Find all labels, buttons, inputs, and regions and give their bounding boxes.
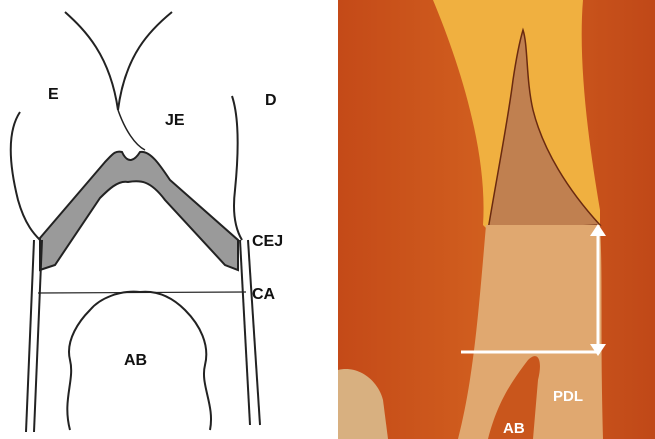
label-alveolar-bone: AB	[124, 352, 147, 370]
root-left-outer	[26, 240, 34, 432]
label-crest: CA	[252, 286, 275, 304]
label-dentin: D	[265, 92, 277, 110]
tooth-contour-right	[232, 96, 242, 240]
label-junctional-epithelium: JE	[165, 112, 185, 130]
je-boundary	[118, 110, 145, 150]
tooth-contour-left	[11, 112, 40, 240]
schematic-drawing	[0, 0, 330, 439]
enamel-outline-right-upper	[118, 12, 172, 110]
label-cej: CEJ	[252, 233, 283, 251]
root-left-inner	[34, 240, 42, 432]
root-right-inner	[240, 240, 250, 425]
enamel-outline-left-upper	[65, 12, 118, 110]
schematic-diagram-panel: E D JE CEJ CA AB	[0, 0, 330, 439]
label-pdl: PDL	[553, 388, 583, 405]
label-alveolar-bone-photo: AB	[503, 420, 525, 437]
histology-photo-panel: PDL AB	[338, 0, 655, 439]
root-right-outer	[248, 240, 260, 425]
junctional-epithelium-band	[40, 152, 238, 270]
label-enamel: E	[48, 86, 59, 104]
histology-image	[338, 0, 655, 439]
